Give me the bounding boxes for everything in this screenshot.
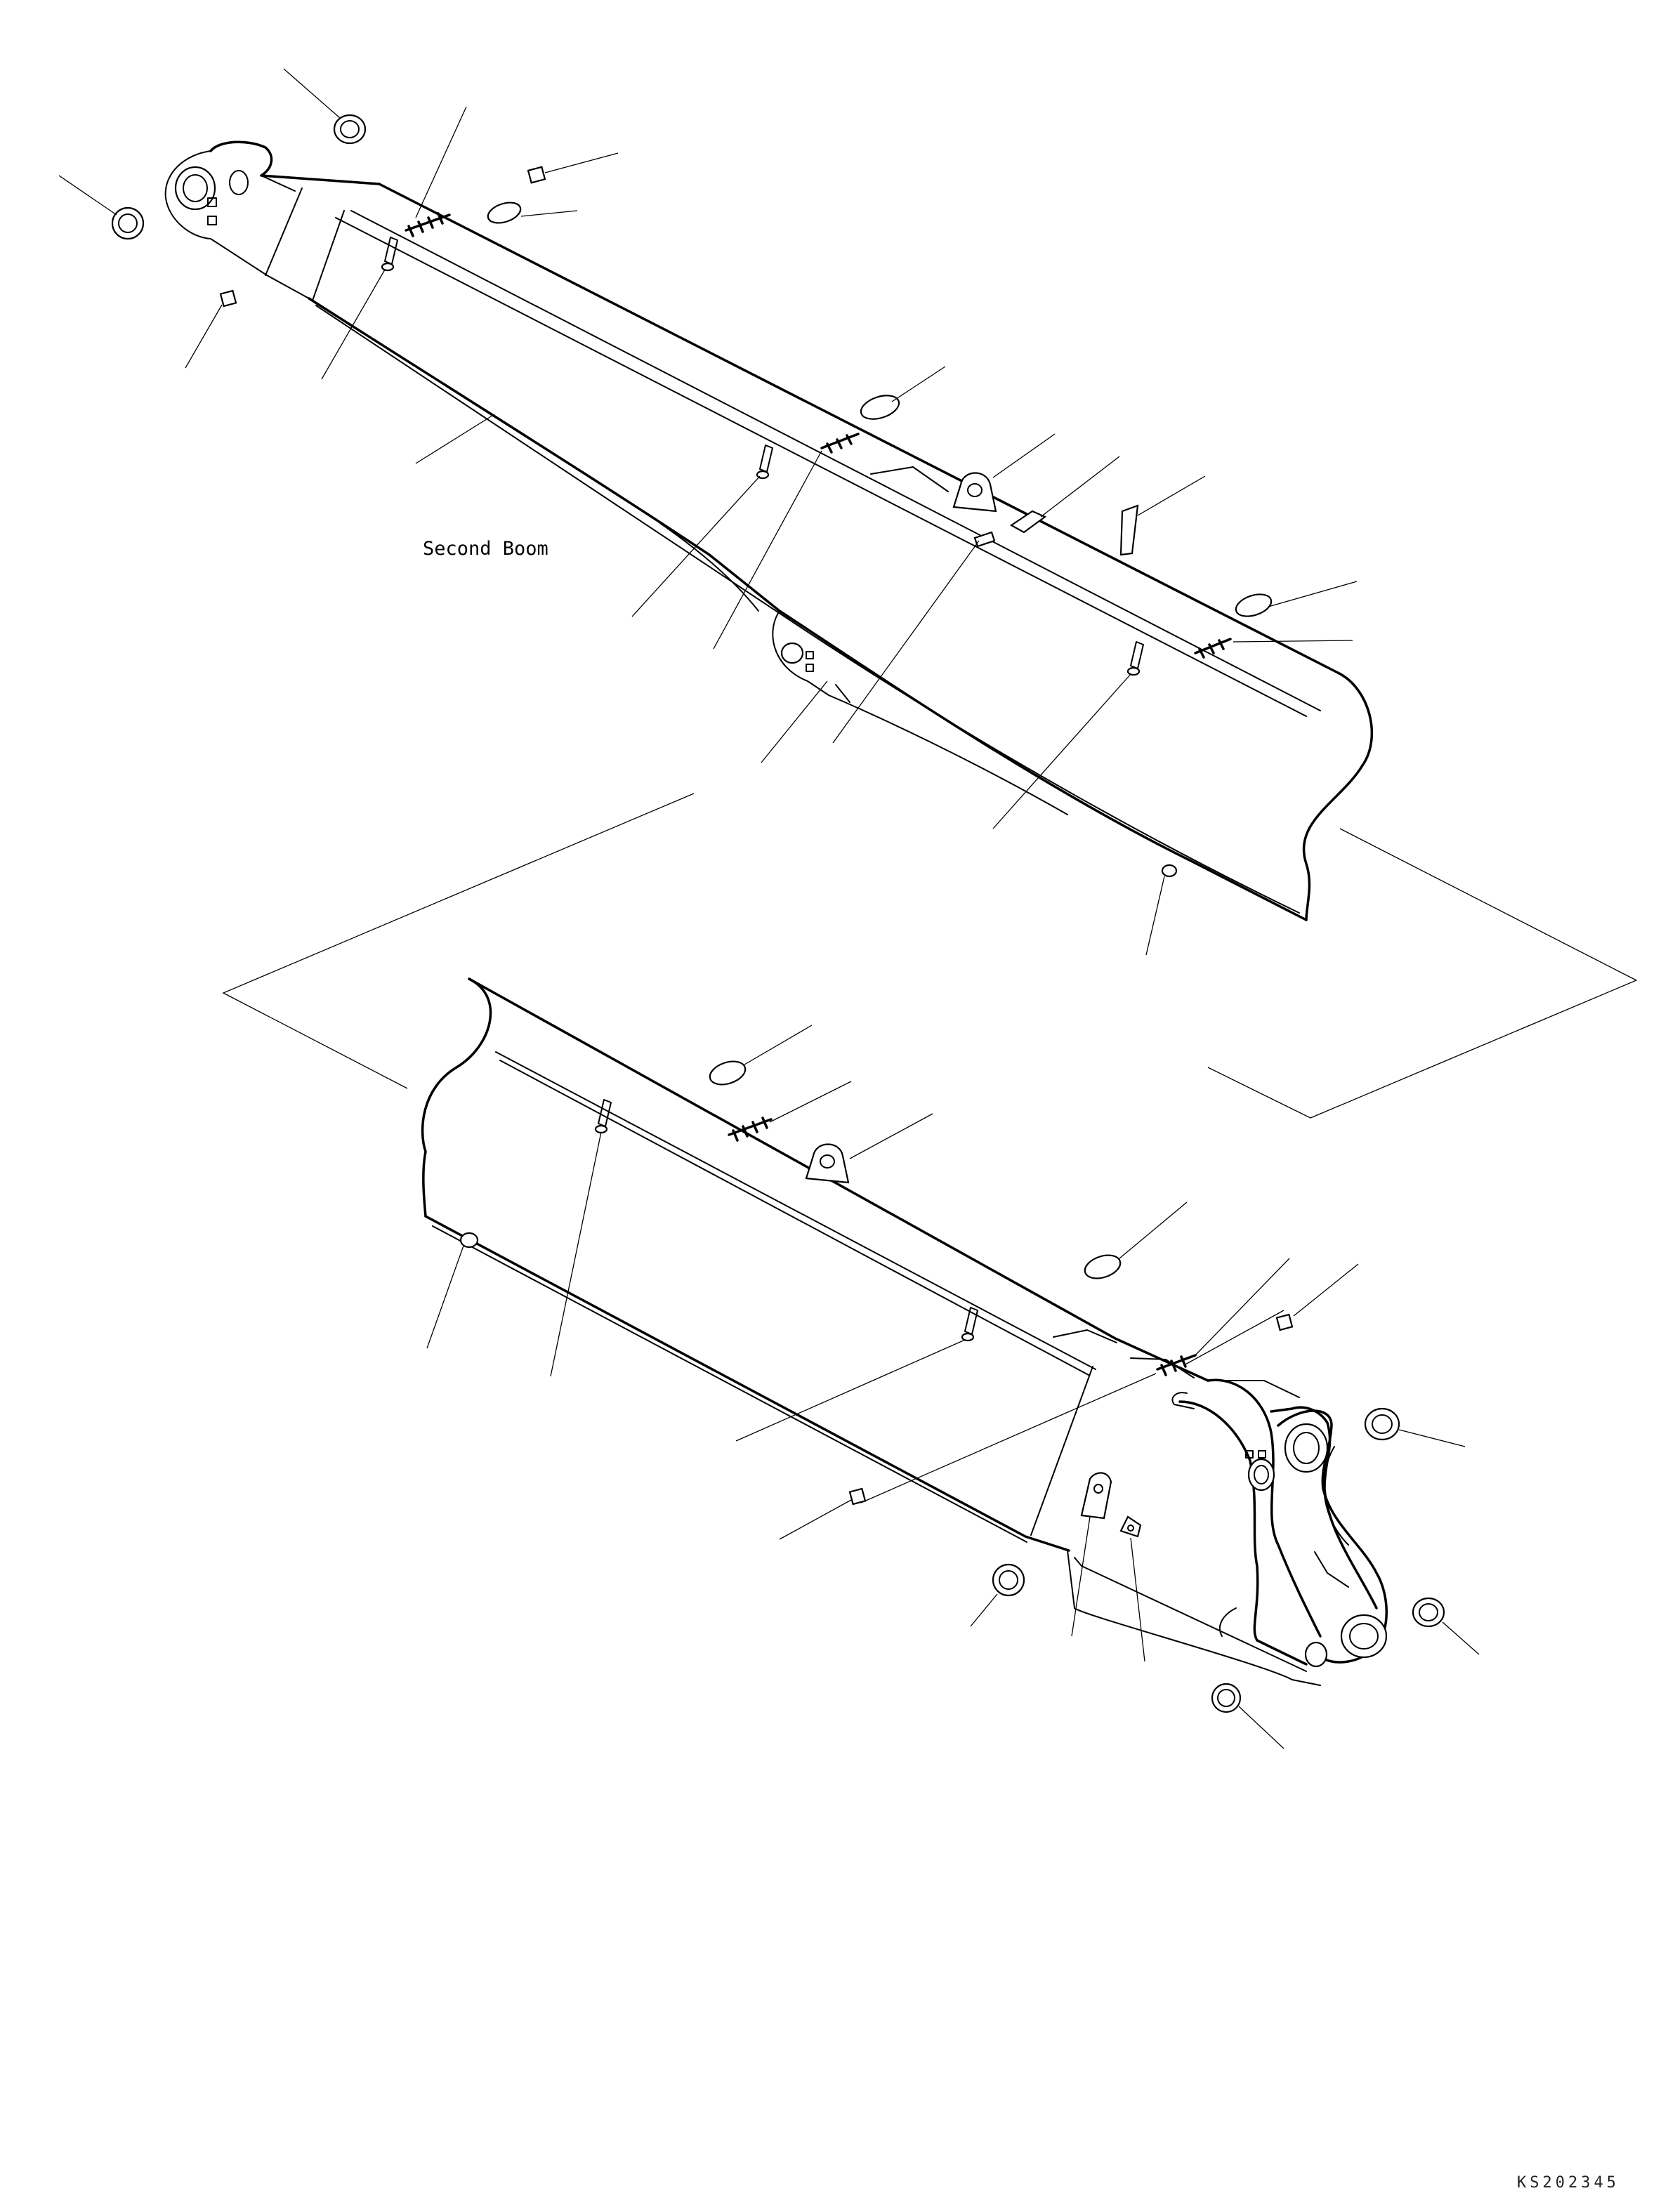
drawing-code: KS202345	[1517, 2174, 1619, 2192]
shim-part	[1084, 1254, 1122, 1279]
bolt-part	[1130, 641, 1144, 669]
shim-part	[487, 202, 522, 224]
upper-boom-section	[164, 140, 1374, 921]
bolt-strip	[820, 433, 860, 454]
bolt-part	[384, 237, 398, 265]
lower-attachments	[594, 1060, 1445, 1713]
upper-attachments	[111, 114, 1273, 676]
upper-boom-tip	[209, 140, 381, 185]
lifting-lug	[805, 1143, 850, 1184]
lever-part	[1080, 1472, 1112, 1520]
bolt-strip	[405, 212, 451, 237]
bolt-strip	[1156, 1354, 1197, 1376]
bushing-part	[1412, 1597, 1445, 1628]
lower-boom-section	[421, 977, 1388, 1686]
lever-part	[1119, 504, 1139, 556]
side-pin-boss	[1247, 1458, 1275, 1492]
bushing-part	[992, 1563, 1025, 1597]
upper-belly-hole	[780, 642, 804, 664]
small-bracket	[1009, 510, 1047, 534]
bushing-part	[333, 114, 367, 145]
upper-leader-lines	[58, 68, 1358, 956]
nut-part	[848, 1487, 867, 1506]
bushing-part	[1364, 1407, 1400, 1441]
upper-boom-bottom-edge	[308, 297, 1308, 921]
lower-boom-foot	[1178, 1400, 1308, 1666]
lower-boom-bottom-edge	[424, 1215, 1070, 1552]
nut-part	[1275, 1313, 1294, 1331]
shim-part	[1235, 593, 1273, 617]
bolt-strip	[1194, 638, 1232, 659]
bushing-part	[1211, 1683, 1242, 1713]
upper-boom-break-end	[1302, 671, 1374, 921]
tip-pin-hole	[174, 166, 216, 211]
lower-bottom-boss	[459, 1232, 479, 1249]
lower-boom-break-end	[421, 977, 492, 1218]
lifting-lug	[952, 472, 997, 513]
nut-part	[219, 289, 237, 308]
bolt-part	[598, 1099, 612, 1127]
foot-pin-boss	[1340, 1614, 1388, 1659]
diagram-title: Second Boom	[423, 538, 548, 560]
upper-bottom-boss	[1161, 864, 1178, 878]
foot-pin-boss	[1284, 1423, 1329, 1473]
bolt-strip	[728, 1117, 773, 1142]
nut-part	[527, 166, 546, 184]
shim-part	[860, 395, 900, 420]
small-plate	[1119, 1515, 1142, 1538]
shim-part	[709, 1060, 747, 1086]
bushing-part	[111, 206, 145, 240]
lower-leader-lines	[426, 1025, 1480, 1749]
lower-pin-hole	[1304, 1641, 1328, 1668]
connection-plane	[222, 793, 1638, 1119]
bolt-part	[759, 445, 773, 473]
upper-boom-top-edge	[378, 183, 1339, 674]
